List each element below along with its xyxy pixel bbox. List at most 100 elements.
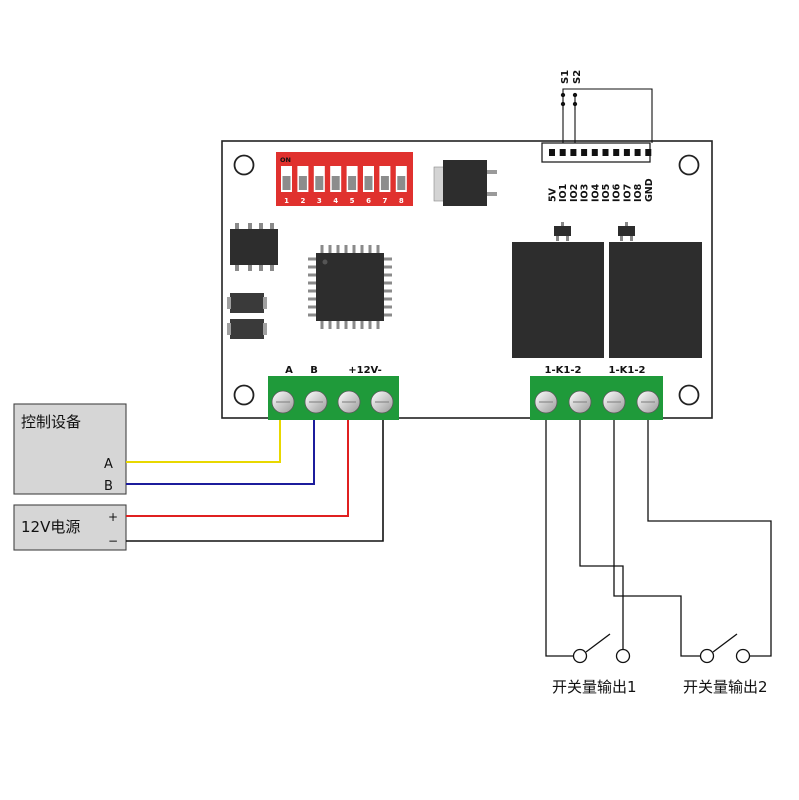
switch-label-s1: S1 <box>560 70 571 84</box>
qfp-pin <box>384 265 392 269</box>
header-pin-label: IO5 <box>601 184 612 202</box>
dip-lever-knob <box>397 176 406 190</box>
control-device-title: 控制设备 <box>21 413 81 431</box>
power-supply: 12V电源 + − <box>13 504 127 551</box>
qfp-pin <box>308 273 316 277</box>
qfp-pin <box>344 321 348 329</box>
qfp-pin <box>376 321 380 329</box>
terminal-label-power: +12V- <box>348 365 381 376</box>
qfp-pin <box>360 321 364 329</box>
terminal-label-a: A <box>285 365 293 376</box>
dip-lever-knob <box>315 176 324 190</box>
qfp-pin <box>328 245 332 253</box>
dip-number: 4 <box>333 197 338 205</box>
header-pin <box>623 149 630 156</box>
header-pin-label: 5V <box>548 187 559 202</box>
qfp-pin <box>376 245 380 253</box>
header-pin <box>581 149 588 156</box>
power-minus: − <box>108 534 118 548</box>
smd-diode <box>227 319 267 339</box>
header-pin <box>591 149 598 156</box>
header-pin-label: IO3 <box>580 184 591 202</box>
header-pin <box>645 149 652 156</box>
qfp-pin <box>308 297 316 301</box>
qfp-pin <box>352 245 356 253</box>
dip-number: 7 <box>382 197 387 205</box>
mounting-hole <box>678 384 700 406</box>
header-pin-label: IO2 <box>569 184 580 202</box>
header-pin-label: IO1 <box>558 184 569 202</box>
terminal-block-output <box>530 376 663 420</box>
dip-number: 1 <box>284 197 289 205</box>
dip-number: 2 <box>300 197 305 205</box>
mounting-hole <box>233 384 255 406</box>
qfp-pin <box>384 257 392 261</box>
power-supply-title: 12V电源 <box>21 518 80 536</box>
qfp-pin <box>336 245 340 253</box>
qfp-pin <box>308 265 316 269</box>
relay-label-2: 1-K1-2 <box>609 365 646 376</box>
smd-diode <box>227 293 267 313</box>
header-pin-label: GND <box>644 178 655 202</box>
mounting-hole <box>678 154 700 176</box>
dip-number: 6 <box>366 197 371 205</box>
header-pin <box>613 149 620 156</box>
qfp-pin <box>384 289 392 293</box>
dip-lever-knob <box>298 176 307 190</box>
header-pin <box>602 149 609 156</box>
header-pin <box>570 149 577 156</box>
qfp-pin <box>308 281 316 285</box>
qfp-pin <box>384 297 392 301</box>
control-device: 控制设备 A B <box>13 403 127 495</box>
qfp-pin <box>336 321 340 329</box>
soic8-chip <box>230 223 278 271</box>
qfp-pin <box>320 321 324 329</box>
dip-lever-knob <box>348 176 357 190</box>
qfp-pin <box>384 273 392 277</box>
qfp-pin <box>384 281 392 285</box>
qfp-pin <box>308 257 316 261</box>
wire-plus <box>126 420 349 517</box>
qfp-pin <box>360 245 364 253</box>
terminal-block-input <box>268 376 399 420</box>
switch-label-s2: S2 <box>572 70 583 84</box>
qfp-pin <box>308 289 316 293</box>
control-pin-b: B <box>104 479 113 494</box>
qfp-pin <box>384 305 392 309</box>
dip-lever-knob <box>364 176 373 190</box>
header-pin-label: IO8 <box>633 183 644 202</box>
header-pin <box>549 149 555 156</box>
relay-label-1: 1-K1-2 <box>545 365 582 376</box>
wire-a <box>126 420 281 463</box>
header-pin-label: IO7 <box>622 184 633 202</box>
smd-transistor <box>618 222 635 241</box>
dip-number: 3 <box>317 197 322 205</box>
qfp-pin <box>368 321 372 329</box>
wire-minus <box>126 420 384 542</box>
qfp-pin <box>308 313 316 317</box>
terminal-label-b: B <box>310 365 318 376</box>
header-pin-label: IO6 <box>612 183 623 202</box>
qfp-pin <box>308 305 316 309</box>
smd-transistor <box>554 222 571 241</box>
relay-1 <box>512 242 604 358</box>
wire-b <box>126 420 315 485</box>
qfp-pin <box>368 245 372 253</box>
dip-number: 8 <box>399 197 404 205</box>
mcu-chip <box>308 245 392 329</box>
output-switch-2 <box>613 420 772 664</box>
relay-2 <box>609 242 702 358</box>
dip-number: 5 <box>350 197 355 205</box>
header-pin-label: IO4 <box>590 183 601 202</box>
qfp-pin <box>344 245 348 253</box>
output-label-1: 开关量输出1 <box>552 678 637 696</box>
output-switch-1 <box>545 420 631 664</box>
switch-s1-s2 <box>560 88 653 143</box>
control-pin-a: A <box>104 457 113 472</box>
header-pin <box>559 149 566 156</box>
output-label-2: 开关量输出2 <box>683 678 768 696</box>
power-plus: + <box>108 510 118 524</box>
